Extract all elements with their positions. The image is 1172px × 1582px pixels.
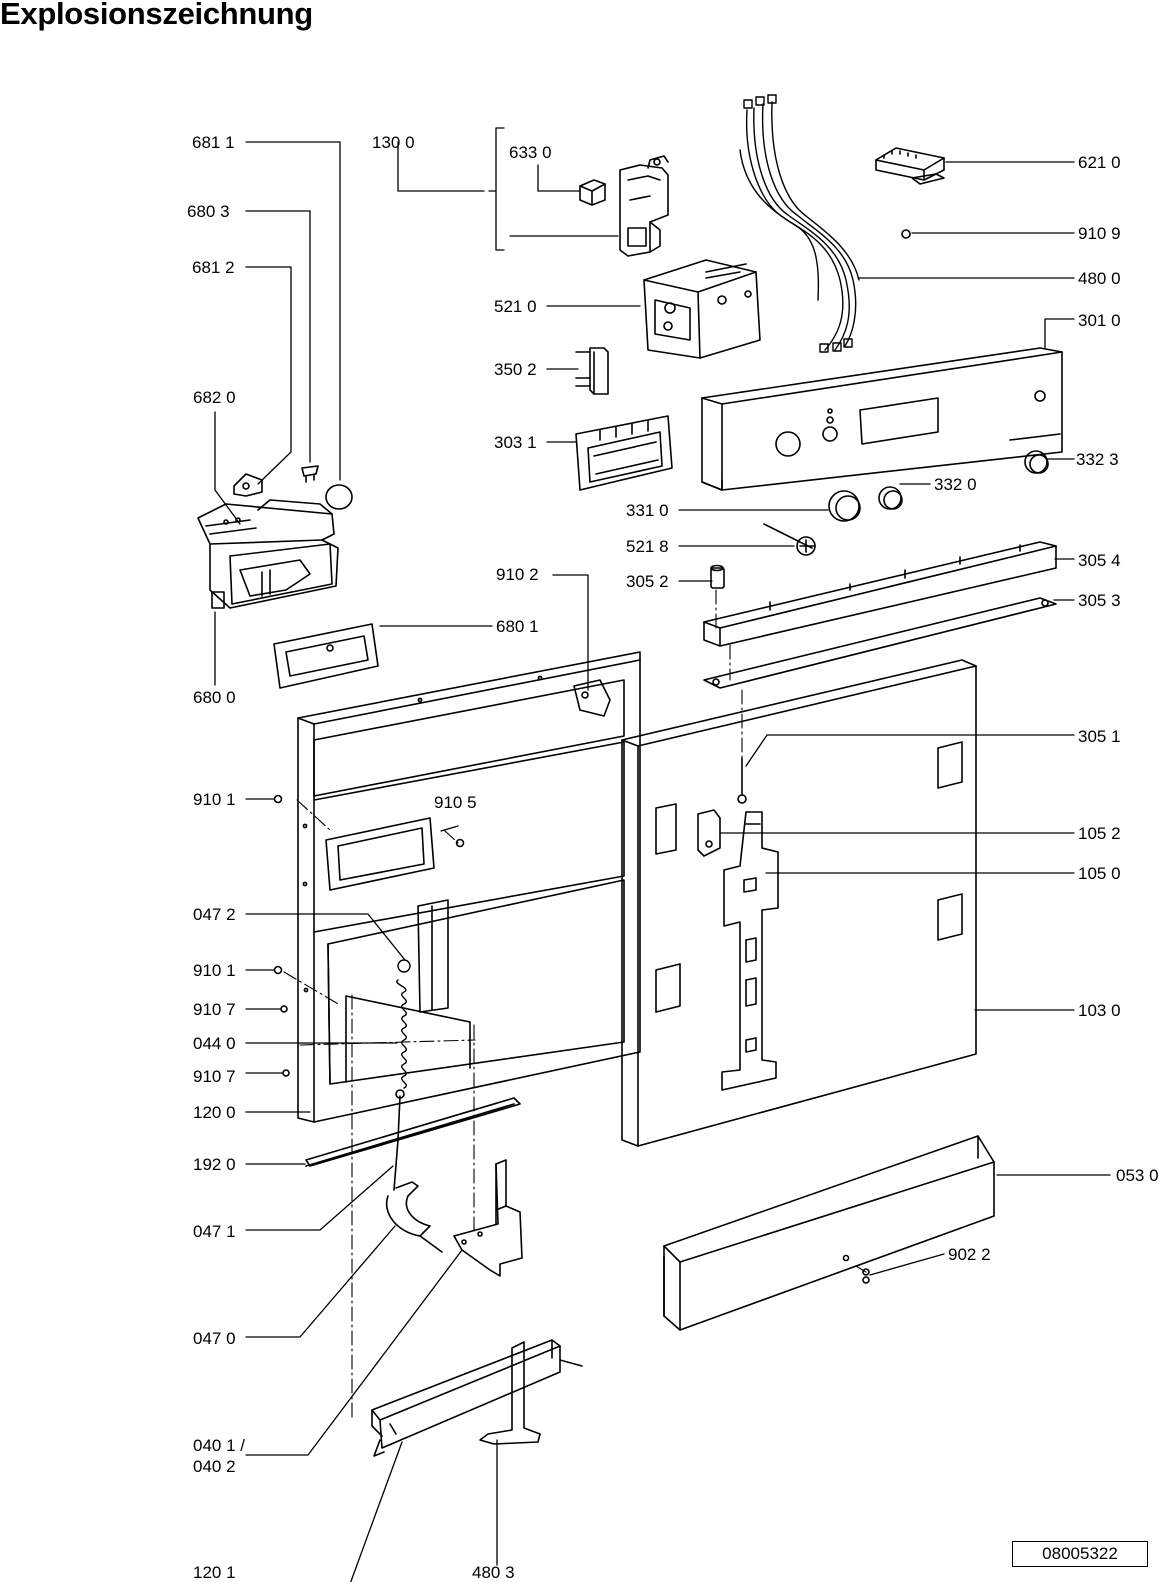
label-192-0: 192 0 bbox=[193, 1155, 236, 1174]
outer-door-panel bbox=[621, 659, 977, 1147]
label-910-9: 910 9 bbox=[1078, 224, 1121, 243]
label-053-0: 053 0 bbox=[1116, 1166, 1159, 1185]
label-680-3: 680 3 bbox=[187, 202, 230, 221]
label-910-2: 910 2 bbox=[496, 565, 539, 584]
label-103-0: 103 0 bbox=[1078, 1001, 1121, 1020]
screw-bottom bbox=[862, 1268, 870, 1284]
label-305-4: 305 4 bbox=[1078, 551, 1121, 570]
label-331-0: 331 0 bbox=[626, 501, 669, 520]
label-105-0: 105 0 bbox=[1078, 864, 1121, 883]
detergent-dispenser bbox=[197, 499, 339, 609]
bottom-strip bbox=[305, 1097, 521, 1167]
label-902-2: 902 2 bbox=[948, 1245, 991, 1264]
label-910-1: 910 1 bbox=[193, 790, 236, 809]
label-040-1: 040 1 / bbox=[193, 1436, 245, 1455]
screw-small bbox=[901, 229, 911, 239]
sensor bbox=[763, 523, 816, 556]
part-labels: 681 1 130 0 633 0 621 0 680 3 910 9 681 … bbox=[187, 133, 1159, 1582]
label-047-2: 047 2 bbox=[193, 905, 236, 924]
label-350-2: 350 2 bbox=[494, 360, 537, 379]
cap-round bbox=[325, 484, 353, 510]
label-332-3: 332 3 bbox=[1076, 450, 1119, 469]
inner-door-panel bbox=[297, 651, 641, 1123]
label-521-8: 521 8 bbox=[626, 537, 669, 556]
dispenser-gasket bbox=[273, 623, 379, 689]
label-680-1: 680 1 bbox=[496, 617, 539, 636]
kick-plate bbox=[663, 1135, 995, 1331]
leader-lines bbox=[214, 127, 1111, 1582]
hinge-pin bbox=[710, 564, 725, 589]
door-spring bbox=[396, 959, 411, 1089]
lower-rail bbox=[703, 597, 1057, 689]
label-480-0: 480 0 bbox=[1078, 269, 1121, 288]
label-332-0: 332 0 bbox=[934, 475, 977, 494]
small-spring bbox=[301, 465, 319, 483]
label-305-1: 305 1 bbox=[1078, 727, 1121, 746]
display-frame bbox=[575, 415, 673, 491]
label-910-7: 910 7 bbox=[193, 1000, 236, 1019]
document-number-box: 08005322 bbox=[1012, 1541, 1148, 1567]
label-681-2: 681 2 bbox=[192, 258, 235, 277]
page-title: Explosionszeichnung bbox=[0, 0, 313, 31]
label-910-1-b: 910 1 bbox=[193, 961, 236, 980]
label-130-0: 130 0 bbox=[372, 133, 415, 152]
label-047-0: 047 0 bbox=[193, 1329, 236, 1348]
label-120-0: 120 0 bbox=[193, 1103, 236, 1122]
knob-large bbox=[828, 490, 861, 522]
micro-switch bbox=[579, 179, 606, 206]
label-305-3: 305 3 bbox=[1078, 591, 1121, 610]
label-910-7-b: 910 7 bbox=[193, 1067, 236, 1086]
label-633-0: 633 0 bbox=[509, 143, 552, 162]
control-panel bbox=[701, 347, 1063, 491]
label-521-0: 521 0 bbox=[494, 297, 537, 316]
door-lock bbox=[619, 155, 669, 257]
dispenser-opening bbox=[325, 817, 435, 891]
wiring-harness bbox=[739, 94, 860, 353]
bottom-profile bbox=[371, 1339, 583, 1457]
label-047-1: 047 1 bbox=[193, 1222, 236, 1241]
label-682-0: 682 0 bbox=[193, 388, 236, 407]
label-303-1: 303 1 bbox=[494, 433, 537, 452]
flap bbox=[233, 473, 263, 497]
label-044-0: 044 0 bbox=[193, 1034, 236, 1053]
hinge-bracket bbox=[453, 1159, 523, 1277]
label-480-3: 480 3 bbox=[472, 1563, 515, 1582]
label-120-1: 120 1 bbox=[193, 1563, 236, 1582]
label-305-2: 305 2 bbox=[626, 572, 669, 591]
label-301-0: 301 0 bbox=[1078, 311, 1121, 330]
cable-and-pulley bbox=[385, 1089, 443, 1253]
label-621-0: 621 0 bbox=[1078, 153, 1121, 172]
hook-part bbox=[479, 1341, 541, 1445]
label-681-1: 681 1 bbox=[192, 133, 235, 152]
upper-rail bbox=[703, 541, 1057, 647]
pin-rod bbox=[737, 757, 747, 804]
connector-module bbox=[875, 147, 945, 185]
electronic-module bbox=[643, 259, 761, 359]
knob-small-2 bbox=[1024, 450, 1049, 474]
center-lines bbox=[283, 589, 867, 1421]
label-040-2: 040 2 bbox=[193, 1457, 236, 1476]
label-680-0: 680 0 bbox=[193, 688, 236, 707]
holder-clip bbox=[575, 347, 609, 395]
label-105-2: 105 2 bbox=[1078, 824, 1121, 843]
label-910-5: 910 5 bbox=[434, 793, 477, 812]
screws-left bbox=[273, 794, 465, 1077]
knob-small bbox=[878, 486, 903, 510]
